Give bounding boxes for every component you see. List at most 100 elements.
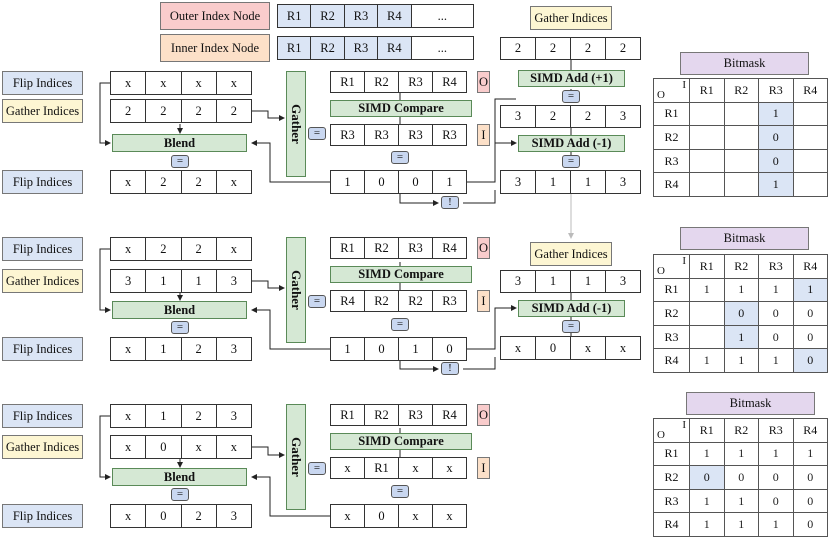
bit-cell: 1 — [723, 324, 759, 350]
not-badge: ! — [441, 362, 459, 375]
cell: 1 — [331, 338, 365, 360]
cell: x — [331, 505, 365, 527]
cell: x — [571, 337, 606, 359]
gather-indices-mid-row: 3 2 2 3 — [500, 105, 641, 128]
gather-indices-title: Gather Indices — [530, 242, 612, 266]
cell: R2 — [365, 72, 399, 92]
cell: x — [399, 505, 433, 527]
bit-cell: 0 — [758, 465, 794, 490]
bit-cell: 0 — [723, 301, 759, 326]
equals-badge: = — [391, 151, 409, 164]
row-header: R2 — [653, 301, 690, 326]
cell: 3 — [501, 171, 536, 193]
cell: 1 — [536, 271, 571, 292]
outer-row: R1 R2 R3 R4 — [330, 237, 467, 259]
cell: R2 — [399, 291, 433, 311]
cell: x — [111, 405, 147, 427]
cell: x — [111, 72, 147, 94]
gather-box: Gather — [286, 237, 306, 343]
bit-cell — [723, 172, 759, 197]
cell: 2 — [182, 405, 217, 427]
not-badge: ! — [441, 196, 459, 209]
cell: 1 — [146, 270, 182, 292]
cell: 2 — [536, 106, 571, 127]
equals-badge: = — [562, 155, 580, 168]
cell: 3 — [230, 341, 237, 356]
cell: x — [446, 508, 453, 523]
bit-cell: 0 — [792, 512, 828, 537]
cell: 3 — [619, 174, 627, 189]
bit-cell: 1 — [723, 512, 759, 537]
bit-cell: 0 — [723, 465, 759, 490]
col-header: R1 — [689, 78, 725, 103]
bit-cell: 1 — [689, 488, 725, 514]
cell: R3 — [442, 293, 457, 308]
flip-indices-label: Flip Indices — [2, 404, 83, 428]
bit-cell — [723, 101, 759, 127]
cell: 2 — [182, 100, 217, 122]
cell: R4 — [442, 407, 457, 422]
flip-indices-label: Flip Indices — [2, 504, 83, 528]
outer-tag: O — [477, 71, 490, 93]
cell: R4 — [442, 240, 457, 255]
bitmask-title: Bitmask — [680, 227, 809, 250]
col-header: R1 — [689, 418, 725, 443]
cell: 2 — [571, 38, 606, 59]
outer-index-legend: Outer Index Node — [160, 2, 270, 30]
inner-cell: R4 — [378, 37, 412, 59]
bit-cell: 1 — [723, 488, 759, 514]
col-header: R1 — [689, 254, 725, 279]
cell: 2 — [501, 38, 536, 59]
flip-indices-label: Flip Indices — [2, 237, 83, 261]
bit-cell: 0 — [792, 348, 828, 373]
bit-cell — [792, 148, 828, 174]
bit-cell — [689, 148, 725, 174]
gather-indices-bottom-row: 3 1 1 3 — [500, 170, 641, 194]
gather-indices-row: 3 1 1 3 — [110, 269, 252, 293]
bit-cell — [792, 101, 828, 127]
inner-tag: I — [477, 457, 490, 479]
equals-badge: = — [171, 155, 189, 168]
cell: 2 — [111, 100, 147, 122]
cell: 3 — [619, 274, 627, 288]
cell: 3 — [230, 408, 237, 423]
equals-badge: = — [562, 90, 580, 103]
cell: R3 — [331, 125, 365, 145]
bit-cell: 0 — [792, 324, 828, 350]
bit-cell — [689, 101, 725, 127]
cell: 0 — [536, 337, 571, 359]
bit-cell: 0 — [758, 148, 794, 174]
row-header: R1 — [653, 277, 690, 303]
cell: 1 — [536, 171, 571, 193]
bit-cell — [723, 125, 759, 150]
bit-cell: 0 — [758, 324, 794, 350]
bit-cell — [689, 301, 725, 326]
cell: 1 — [446, 174, 453, 189]
cell: R3 — [399, 72, 433, 92]
col-header: R3 — [758, 254, 794, 279]
cell: R2 — [365, 238, 399, 258]
blend-box: Blend — [112, 468, 247, 486]
bit-cell: 1 — [758, 441, 794, 467]
cell: 1 — [146, 338, 182, 360]
inner-row: R4 R2 R2 R3 — [330, 290, 467, 312]
cell: x — [501, 337, 536, 359]
equals-badge: = — [391, 485, 409, 498]
cell: x — [230, 241, 237, 256]
gather-indices-label: Gather Indices — [2, 269, 83, 293]
cell: x — [146, 72, 182, 94]
row-header: R1 — [653, 101, 690, 127]
gather-indices-row: 2 2 2 2 — [110, 99, 252, 123]
col-header: R2 — [723, 418, 759, 443]
flip-indices-label: Flip Indices — [2, 170, 83, 194]
col-header: R2 — [723, 254, 759, 279]
equals-badge: = — [391, 318, 409, 331]
col-header: R4 — [792, 254, 828, 279]
flip-indices-label: Flip Indices — [2, 71, 83, 95]
row-header: R3 — [653, 488, 690, 514]
compare-result-row: 1 0 0 1 — [330, 170, 467, 194]
row-header: R2 — [653, 465, 690, 490]
row-header: R3 — [653, 148, 690, 174]
